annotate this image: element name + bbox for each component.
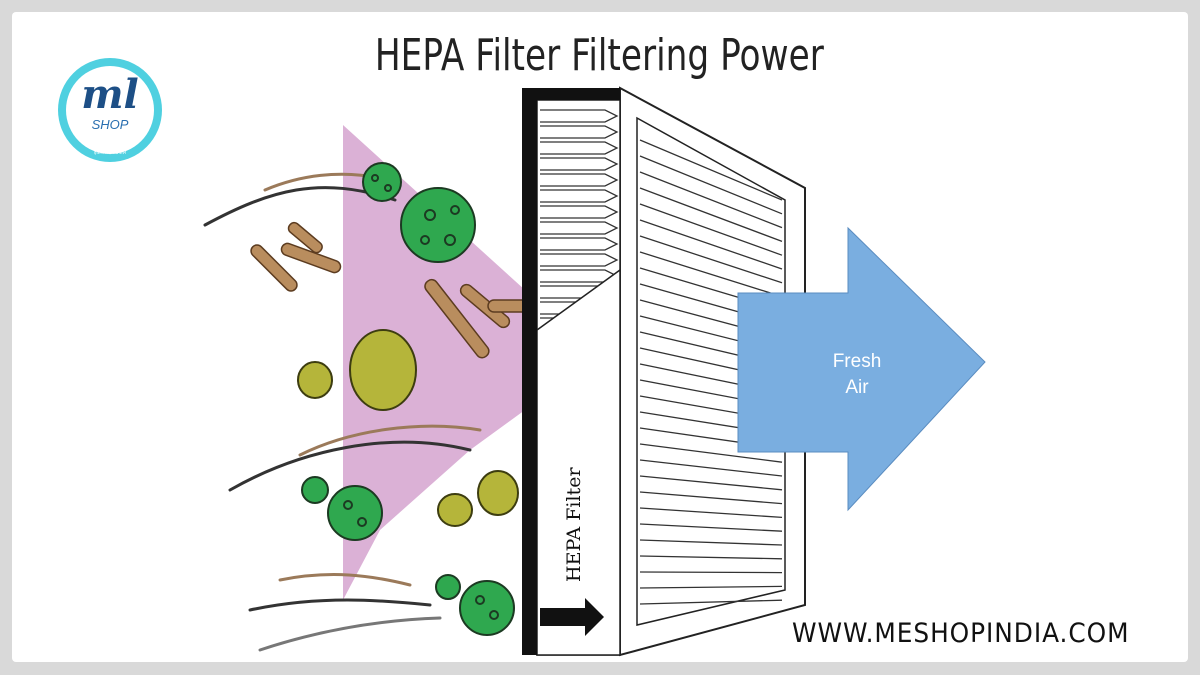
filter-slat [639,443,783,463]
filter-slat [639,585,783,589]
filter-pleat [540,221,619,235]
hair-strands [203,172,482,652]
dust-rods [250,221,529,359]
filter-slat [639,155,783,215]
fresh-air-label-1: Fresh [833,351,882,372]
page-title: HEPA Filter Filtering Power [374,30,824,81]
filter-slat [639,187,783,243]
dust-mites [297,329,519,527]
airflow-arrow-icon [540,598,604,636]
fresh-air-arrow [737,226,986,512]
filter-slat [639,555,783,560]
filter-slat [639,523,783,532]
filter-slat [639,251,783,298]
filter-slat [639,571,783,574]
logo-tagline: ईकारबाद अग्रवाल [94,150,126,156]
filter-slat [639,475,783,491]
pollutant-zone [343,125,525,600]
brand-logo: ml SHOP ईकारबाद अग्रवाल [58,58,162,162]
filter-pleat [540,125,619,139]
filter-slat [639,491,783,505]
filter-slat [639,539,783,546]
filter-pleat [540,189,619,203]
filter-pleat [540,173,619,187]
filter-pleat [540,253,619,267]
filter-slat [639,219,783,270]
filter-slat [639,203,783,256]
filter-slat [639,507,783,519]
fresh-air-label-2: Air [845,377,869,398]
hepa-filter [522,86,806,657]
filter-slat [639,171,783,229]
logo-mark: ml [81,71,139,118]
filter-pleat [540,237,619,251]
filter-slat [639,235,783,284]
filter-label: HEPA Filter [563,467,585,582]
logo-name: SHOP [91,117,129,132]
filter-pleat [540,109,619,123]
germ-dots [343,174,499,620]
filter-pleat [540,205,619,219]
filter-pleat [540,157,619,171]
filter-slat [639,599,783,605]
filter-pleat [540,141,619,155]
filter-slat [639,139,783,201]
website-url: WWW.MESHOPINDIA.COM [792,618,1130,649]
filter-slat [639,459,783,477]
